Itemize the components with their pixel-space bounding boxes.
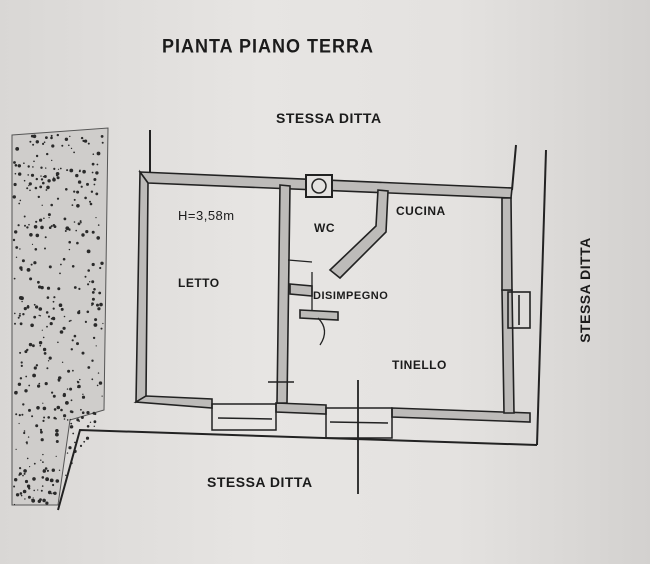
- plan-title: PIANTA PIANO TERRA: [162, 34, 375, 57]
- south-neighbor-label: STESSA DITTA: [207, 474, 313, 490]
- room-label-wc: WC: [314, 221, 335, 235]
- room-label-tinello: TINELLO: [392, 358, 447, 372]
- boundary-lines: [57, 130, 547, 511]
- east-neighbor-label: STESSA DITTA: [576, 237, 593, 343]
- room-label-cucina: CUCINA: [396, 204, 446, 218]
- door-marks: [287, 259, 326, 346]
- east-opening: [507, 291, 531, 329]
- ceiling-height-label: H=3,58m: [178, 208, 235, 223]
- terrain-hatch: [11, 127, 109, 506]
- north-neighbor-label: STESSA DITTA: [276, 110, 382, 126]
- column-box: [305, 174, 333, 198]
- window-openings: [211, 380, 393, 494]
- room-label-letto: LETTO: [178, 276, 220, 290]
- room-label-disimpegno: DISIMPEGNO: [313, 290, 389, 302]
